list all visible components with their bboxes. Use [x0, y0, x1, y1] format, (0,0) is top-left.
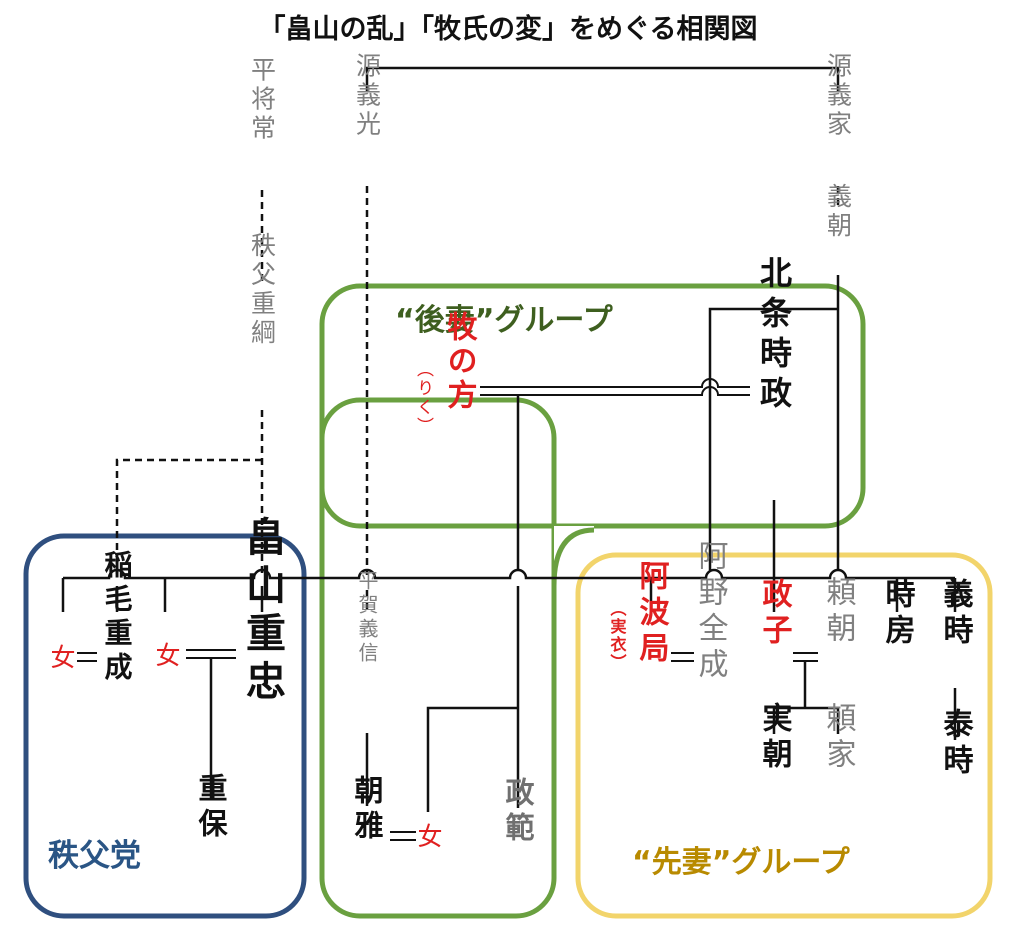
- tokimasa-ano-line: [708, 307, 838, 570]
- yoshitoki-name: 義時: [938, 578, 974, 650]
- makinokata-tokimasa-marriage-1: [480, 378, 750, 388]
- sensai-group-box: [575, 552, 993, 919]
- gosai-group-box-connector: [551, 527, 595, 587]
- yoshitomo-label: 義朝: [824, 183, 853, 241]
- yoriie-name: 頼家: [821, 702, 857, 774]
- tokifusa-name: 時房: [880, 578, 916, 650]
- makinokata-tokimasa-marriage-2: [480, 386, 750, 396]
- yoshiie-label: 源義家: [824, 53, 853, 140]
- chichibu-group-box: [23, 533, 307, 919]
- masanori-name: 政範: [501, 777, 535, 847]
- gosai-group-label: “後妻”グループ: [395, 303, 614, 338]
- woman-3-line: [426, 706, 518, 812]
- woman-2: 女: [155, 641, 180, 670]
- yoshimitsu-label: 源義光: [353, 53, 382, 140]
- tomomasa-name: 朝雅: [350, 775, 384, 845]
- sensai-group-label: “先妻”グループ: [632, 845, 851, 880]
- hiraga-yoshinobu-name: 平賀義信: [355, 570, 379, 666]
- yoshimitsu-yoshiie-link: [365, 66, 840, 92]
- shigeyasu-name: 重保: [194, 773, 229, 843]
- shigetsuna-label: 秩父重綱: [248, 232, 277, 348]
- diagram-title: 「畠山の乱」「牧氏の変」をめぐる相関図: [259, 13, 758, 45]
- ano-zenjo-name: 阿野全成: [693, 540, 729, 684]
- yoritomo-name: 頼朝: [821, 576, 857, 648]
- awanotsubone-reading: （実衣）: [608, 600, 627, 672]
- gosai-box-mask: [330, 400, 546, 530]
- yasutoki-name: 泰時: [938, 708, 974, 780]
- makinokata-reading: （りく）: [413, 360, 434, 436]
- sanetomo-name: 実朝: [757, 702, 793, 774]
- tokimasa-name: 北条時政: [755, 256, 793, 416]
- masatsune-label: 平将常: [248, 57, 277, 144]
- woman-3: 女: [417, 822, 442, 851]
- gosai-group-box-lower: [319, 397, 557, 919]
- masako-name: 政子: [757, 578, 793, 650]
- woman-1: 女: [50, 643, 75, 672]
- inage-dash: [115, 458, 262, 575]
- chichibu-group-label: 秩父党: [48, 838, 141, 874]
- inage-shigenari-name: 稲毛重成: [101, 550, 134, 686]
- makinokata-name: 牧の方: [442, 311, 478, 413]
- hatakeyama-shigetada-name: 畠山重忠: [239, 516, 286, 708]
- main-generation-line: [63, 568, 955, 580]
- awanotsubone-name: 阿波局: [634, 560, 670, 668]
- ancestor-masatsune: 平将常: [248, 57, 277, 144]
- masako-children-bar: [772, 706, 840, 734]
